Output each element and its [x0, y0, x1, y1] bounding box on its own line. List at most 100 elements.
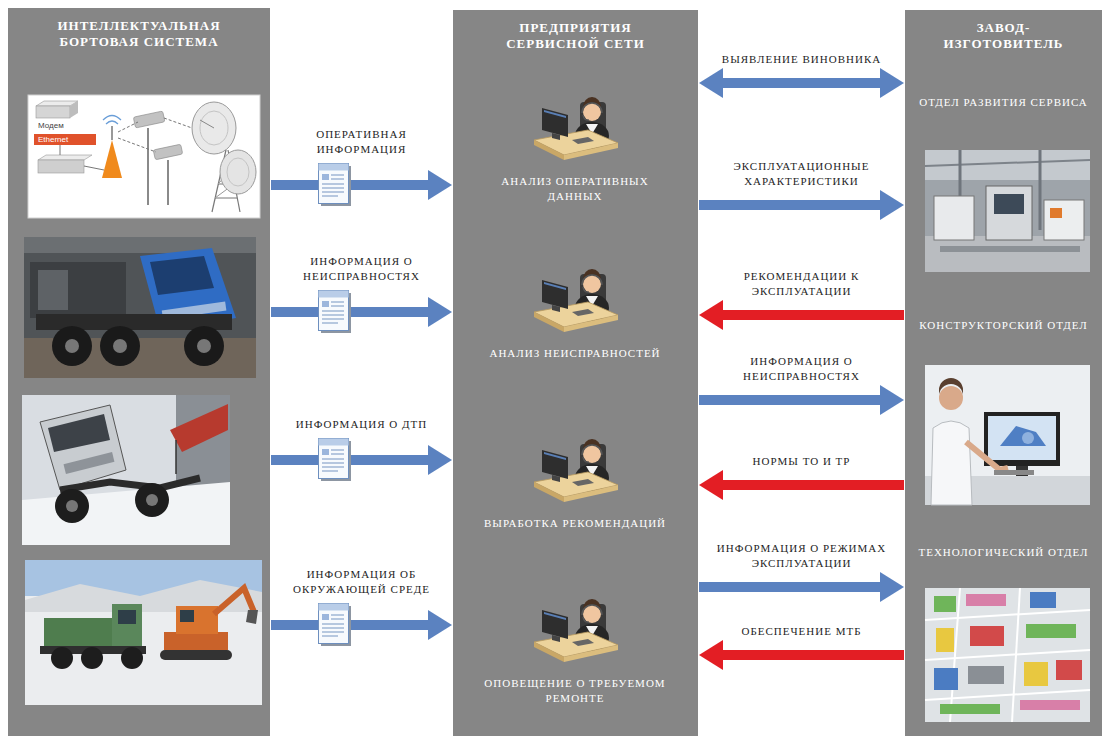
- arrow-label: ОПЕРАТИВНАЯ ИНФОРМАЦИЯ: [272, 127, 451, 157]
- designer-photo: [925, 365, 1090, 505]
- department-box: ТЕХНОЛОГИЧЕСКИЙ ОТДЕЛ: [915, 545, 1092, 560]
- accident-photo: [66, 500, 78, 512]
- accident-photo: [55, 489, 89, 523]
- plant-layout-photo: [966, 594, 1006, 606]
- panel-heading: ИНТЕЛЛЕКТУАЛЬНАЯ БОРТОВАЯ СИСТЕМА: [34, 18, 244, 51]
- department-label: ОТДЕЛ РАЗВИТИЯ СЕРВИСА: [915, 95, 1092, 110]
- flow-arrow: [723, 78, 880, 88]
- network-photo: [103, 116, 121, 121]
- designer-photo: [994, 470, 1034, 475]
- flow-arrow: [723, 310, 904, 320]
- operator-icon: [534, 269, 618, 332]
- factory-photo: [940, 246, 1080, 252]
- designer-photo: [1000, 426, 1046, 446]
- plant-layout-photo: [1020, 700, 1080, 710]
- flow-arrow: [723, 480, 904, 490]
- factory-photo: [994, 194, 1024, 214]
- arrow-label: ЭКСПЛУАТАЦИОННЫЕ ХАРАКТЕРИСТИКИ: [702, 159, 901, 189]
- plant-layout-photo: [940, 704, 1000, 714]
- truck-repair-photo: [24, 237, 256, 378]
- factory-photo: [925, 150, 1090, 272]
- plant-layout-photo: [934, 668, 958, 690]
- quarry-photo: [118, 610, 136, 624]
- flow-arrow: [699, 200, 880, 210]
- plant-layout-photo: [968, 666, 1004, 684]
- network-photo: [28, 95, 260, 218]
- plant-layout-photo: [970, 626, 1004, 646]
- network-photo: [118, 138, 156, 152]
- accident-photo: [22, 395, 230, 545]
- factory-photo: [1044, 200, 1084, 240]
- arrow-label: ВЫЯВЛЕНИЕ ВИНОВНИКА: [720, 52, 883, 67]
- truck-repair-photo: [30, 262, 126, 318]
- network-photo: [164, 118, 192, 128]
- factory-photo: [925, 150, 1090, 180]
- accident-photo: [170, 404, 228, 452]
- arrow-label: РЕКОМЕНДАЦИИ К ЭКСПЛУАТАЦИИ: [702, 269, 901, 299]
- quarry-photo: [176, 606, 218, 634]
- factory-photo: [925, 160, 1090, 166]
- network-photo: [200, 111, 228, 145]
- network-photo: [167, 160, 169, 205]
- accident-photo: [22, 482, 230, 545]
- flow-arrow: [723, 650, 904, 660]
- accident-photo: [175, 440, 177, 474]
- interface-label: Ethernet: [38, 134, 68, 145]
- document-icon: [319, 439, 352, 482]
- network-photo: [200, 120, 214, 128]
- factory-photo: [1050, 208, 1062, 218]
- truck-repair-photo: [65, 339, 79, 353]
- document-icon: [319, 291, 352, 334]
- truck-repair-photo: [197, 339, 211, 353]
- network-photo: [147, 128, 149, 205]
- arrow-label: ИНФОРМАЦИЯ О ДТП: [294, 417, 429, 432]
- accident-photo: [135, 483, 169, 517]
- truck-repair-photo: [38, 270, 68, 310]
- quarry-photo: [112, 604, 142, 648]
- truck-repair-photo: [184, 326, 224, 366]
- truck-repair-photo: [150, 256, 214, 295]
- factory-photo: [934, 196, 974, 240]
- network-photo: [111, 126, 113, 140]
- designer-photo: [1022, 432, 1034, 444]
- plant-layout-photo: [936, 628, 954, 652]
- truck-repair-photo: [52, 326, 92, 366]
- activity-label: ОПОВЕЩЕНИЕ О ТРЕБУЕМОМ РЕМОНТЕ: [475, 676, 675, 706]
- plant-layout-photo: [925, 690, 1090, 700]
- network-photo: [34, 134, 96, 145]
- quarry-photo: [25, 560, 262, 705]
- flow-arrow: [699, 395, 880, 405]
- arrow-label: ИНФОРМАЦИЯ О НЕИСПРАВНОСТЯХ: [702, 354, 901, 384]
- quarry-photo: [121, 647, 143, 669]
- plant-layout-photo: [925, 588, 1090, 722]
- network-photo: [28, 95, 260, 218]
- activity-label: АНАЛИЗ ОПЕРАТИВНЫХ ДАННЫХ: [475, 174, 675, 204]
- accident-photo: [146, 494, 158, 506]
- quarry-photo: [44, 618, 116, 648]
- service-panel: ПРЕДПРИЯТИЯ СЕРВИСНОЙ СЕТИ АНАЛИЗ ОПЕРАТИ…: [453, 10, 698, 736]
- panel-heading: ПРЕДПРИЯТИЯ СЕРВИСНОЙ СЕТИ: [476, 20, 676, 53]
- operator-icon: [534, 97, 618, 160]
- department-label: КОНСТРУКТОРСКИЙ ОТДЕЛ: [915, 318, 1092, 333]
- plant-layout-photo: [1024, 662, 1048, 686]
- quarry-photo: [81, 647, 103, 669]
- truck-repair-photo: [113, 339, 127, 353]
- quarry-photo: [164, 632, 228, 650]
- network-photo: [227, 158, 249, 186]
- network-photo: [118, 122, 138, 132]
- device-label: Модем: [38, 120, 64, 131]
- network-photo: [220, 150, 256, 194]
- network-photo: [102, 140, 122, 178]
- accident-photo: [48, 414, 110, 452]
- arrow-label: ИНФОРМАЦИЯ ОБ ОКРУЖАЮЩЕЙ СРЕДЕ: [272, 567, 451, 597]
- network-photo: [133, 111, 165, 128]
- quarry-photo: [160, 650, 232, 660]
- operator-icon: [534, 439, 618, 502]
- plant-layout-photo: [1026, 624, 1076, 638]
- plant-layout-photo: [1012, 588, 1020, 722]
- factory-photo: [925, 150, 1090, 272]
- document-icon: [319, 164, 352, 207]
- truck-repair-photo: [100, 326, 140, 366]
- designer-photo: [966, 442, 1008, 470]
